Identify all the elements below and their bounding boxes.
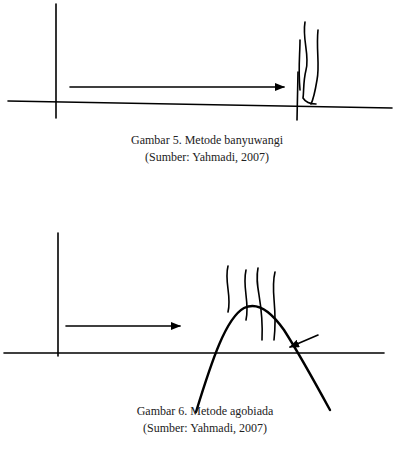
plant-stem — [311, 30, 318, 104]
post — [55, 4, 57, 118]
direction-arrow — [70, 86, 284, 88]
post — [297, 72, 298, 120]
plant-stem — [298, 40, 300, 90]
mound — [196, 306, 330, 412]
source-note: (Sumber: Yahmadi, 2007) — [143, 421, 267, 435]
plant-stem — [273, 272, 275, 340]
source-note: (Sumber: Yahmadi, 2007) — [145, 150, 269, 164]
ground-line — [4, 352, 384, 354]
direction-arrow — [66, 325, 180, 327]
plant-stem — [227, 266, 229, 312]
figure-caption: Gambar 6. Metode agobiada — [137, 404, 274, 418]
plant-stem — [257, 268, 262, 340]
figure-caption: Gambar 5. Metode banyuwangi — [131, 133, 283, 147]
post — [57, 233, 59, 356]
pointer-arrow — [290, 335, 318, 347]
ground-line — [8, 101, 392, 108]
plant-stem — [245, 270, 247, 320]
